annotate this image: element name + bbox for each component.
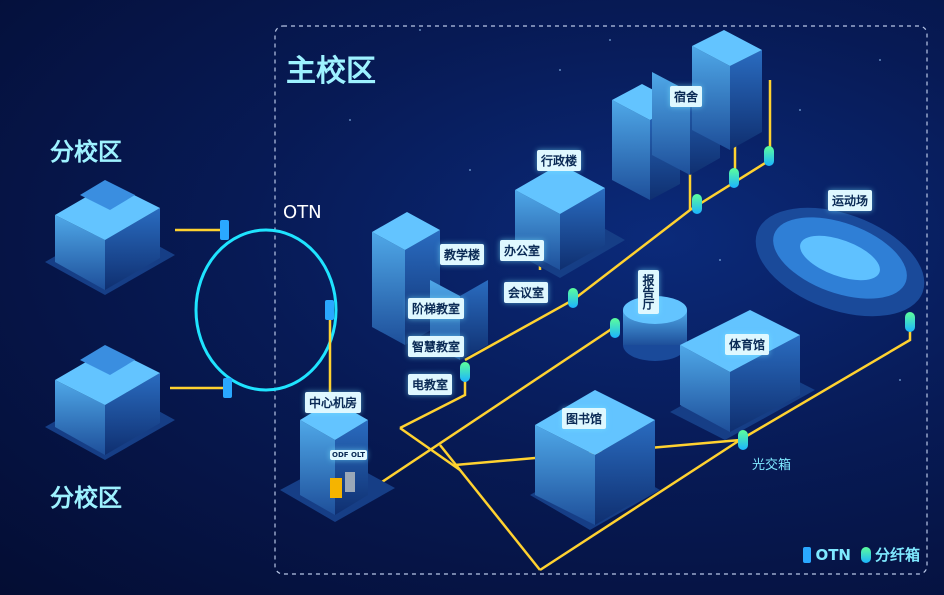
legend-otn-label: OTN [815,545,851,564]
branch-building-top [45,180,175,295]
star-field [349,29,901,381]
stadium-building [755,207,925,317]
branch-building-bottom [45,345,175,460]
teaching-building-tag: 教学楼 [440,244,485,265]
fiber-box-icon [860,546,871,563]
meeting-room-tag: 会议室 [504,282,549,303]
dorm-building [612,30,762,200]
center-room-subtag: ODF OLT [330,450,368,460]
otn-node-icon [325,300,334,320]
otn-ring-label: OTN [283,202,322,223]
legend-fiber-label: 分纤箱 [874,546,920,564]
main-campus-frame [274,25,928,575]
legend: OTN 分纤箱 [803,544,920,565]
gym-tag: 体育馆 [725,334,770,355]
legend-fiber-box: 分纤箱 [860,544,920,565]
otn-ring [194,228,338,392]
branch-campus-label-top: 分校区 [50,138,122,166]
library-tag: 图书馆 [562,408,607,429]
center-room-building [280,400,395,522]
report-hall-tag: 报告厅 [638,270,659,314]
otn-node-icon [223,378,232,398]
office-tag: 办公室 [500,240,545,261]
smart-classroom-tag: 智慧教室 [408,336,465,357]
optical-box-label: 光交箱 [752,458,792,473]
legend-otn: OTN [803,546,851,564]
main-campus-title: 主校区 [286,54,376,89]
otn-icon [803,546,812,563]
fiber-box-icons [460,146,915,450]
branch-campus-label-bottom: 分校区 [50,484,122,512]
center-room-tag: 中心机房 [305,392,362,413]
lecture-room-tag: 阶梯教室 [408,298,465,319]
otn-node-icon [220,220,229,240]
dorm-tag: 宿舍 [670,86,703,107]
gym-building [670,310,815,440]
admin-building-tag: 行政楼 [537,150,582,171]
e-classroom-tag: 电教室 [408,374,453,395]
stadium-tag: 运动场 [828,190,873,211]
